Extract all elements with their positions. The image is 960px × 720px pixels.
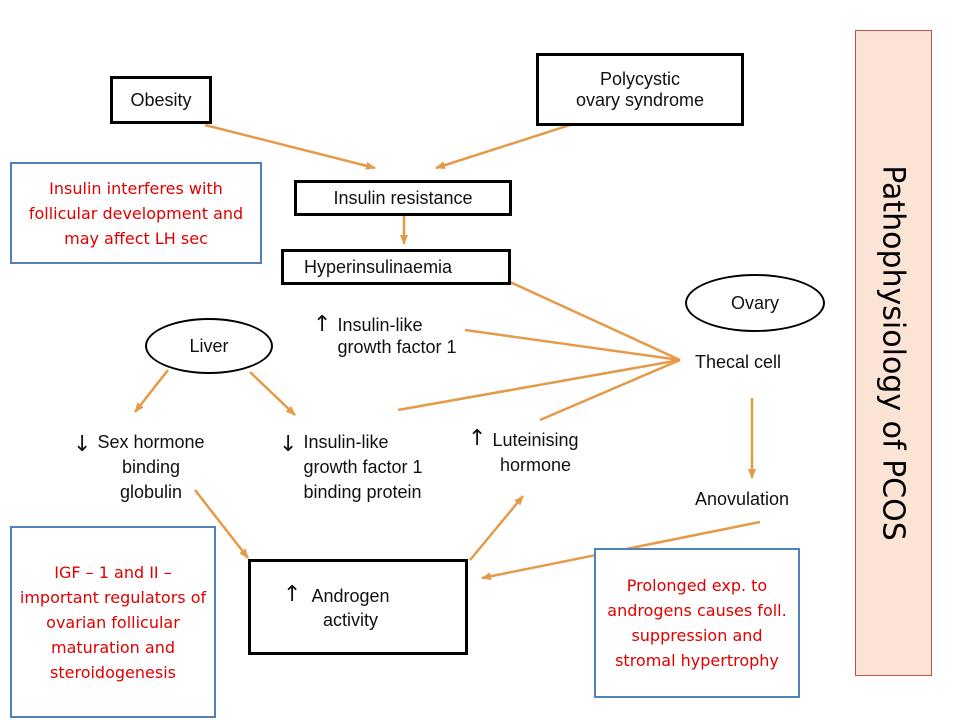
node-igfbp-line2: growth factor 1 [303,457,423,477]
node-ovary-label: Ovary [730,292,779,313]
up-arrow-icon: ↑ [283,582,302,607]
line-igf1-to-thecal [464,328,681,362]
node-igfbp-line1: Insulin-like [303,432,389,452]
node-liver-label: Liver [189,335,229,356]
note-insulin: Insulin interferes with follicular devel… [10,162,262,264]
up-arrow-icon: ↑ [313,312,332,337]
note-igf-text: IGF – 1 and II – important regulators of… [19,562,207,682]
up-arrow-icon: ↑ [468,426,487,451]
node-obesity: Obesity [110,76,212,124]
page-title: Pathophysiology of PCOS [875,165,911,541]
node-androgen-activity: ↑ Androgen activity [248,559,468,655]
down-arrow-icon: ↓ [73,432,92,457]
arrow-androgen-to-lh [469,495,524,561]
title-panel [855,30,932,676]
node-igfbp: ↓ Insulin-like growth factor 1 binding p… [279,430,423,505]
line-lh-to-thecal [539,358,681,422]
node-ovary: Ovary [685,274,825,332]
node-igf1: ↑ Insulin-like growth factor 1 [313,314,457,358]
node-shbg-line2: binding [121,457,180,477]
node-lh-line1: Luteinising [492,430,579,450]
arrow-liver-to-igfbp [249,371,296,416]
node-androgen-line2: activity [322,610,378,630]
node-igf1-line1: Insulin-like [337,315,423,335]
arrow-pcos-to-insulin-resistance [435,123,571,170]
node-pcos-line1: Polycystic [599,68,680,89]
node-lh: ↑ Luteinising hormone [468,428,579,478]
arrow-shbg-to-androgen [194,489,249,559]
node-shbg: ↓ Sex hormone binding globulin [73,430,205,505]
note-androgen-text: Prolonged exp. to androgens causes foll.… [607,576,787,670]
note-androgen: Prolonged exp. to androgens causes foll.… [594,548,800,698]
node-igfbp-line3: binding protein [303,482,422,502]
node-pcos: Polycystic ovary syndrome [536,53,744,126]
node-lh-line2: hormone [499,455,571,475]
node-androgen-line1: Androgen [311,586,390,606]
line-hyperinsulinaemia-to-thecal [509,280,681,362]
note-insulin-text: Insulin interferes with follicular devel… [28,178,244,248]
node-hyperinsulinaemia: Hyperinsulinaemia [281,249,511,285]
node-insulin-resistance-label: Insulin resistance [333,187,473,208]
node-shbg-line1: Sex hormone [97,432,205,452]
node-insulin-resistance: Insulin resistance [294,180,512,216]
node-igf1-line2: growth factor 1 [337,337,457,357]
node-hyperinsulinaemia-label: Hyperinsulinaemia [304,256,453,277]
node-anovulation: Anovulation [695,489,790,509]
line-igfbp-to-thecal [397,358,681,412]
down-arrow-icon: ↓ [279,432,298,457]
arrow-liver-to-shbg [134,369,169,413]
node-liver: Liver [145,318,273,374]
node-shbg-line3: globulin [119,482,182,502]
note-igf: IGF – 1 and II – important regulators of… [10,526,216,718]
node-thecal-cell: Thecal cell [695,352,782,372]
node-pcos-line2: ovary syndrome [575,89,705,110]
node-obesity-label: Obesity [130,89,192,110]
arrow-obesity-to-insulin-resistance [204,123,376,170]
